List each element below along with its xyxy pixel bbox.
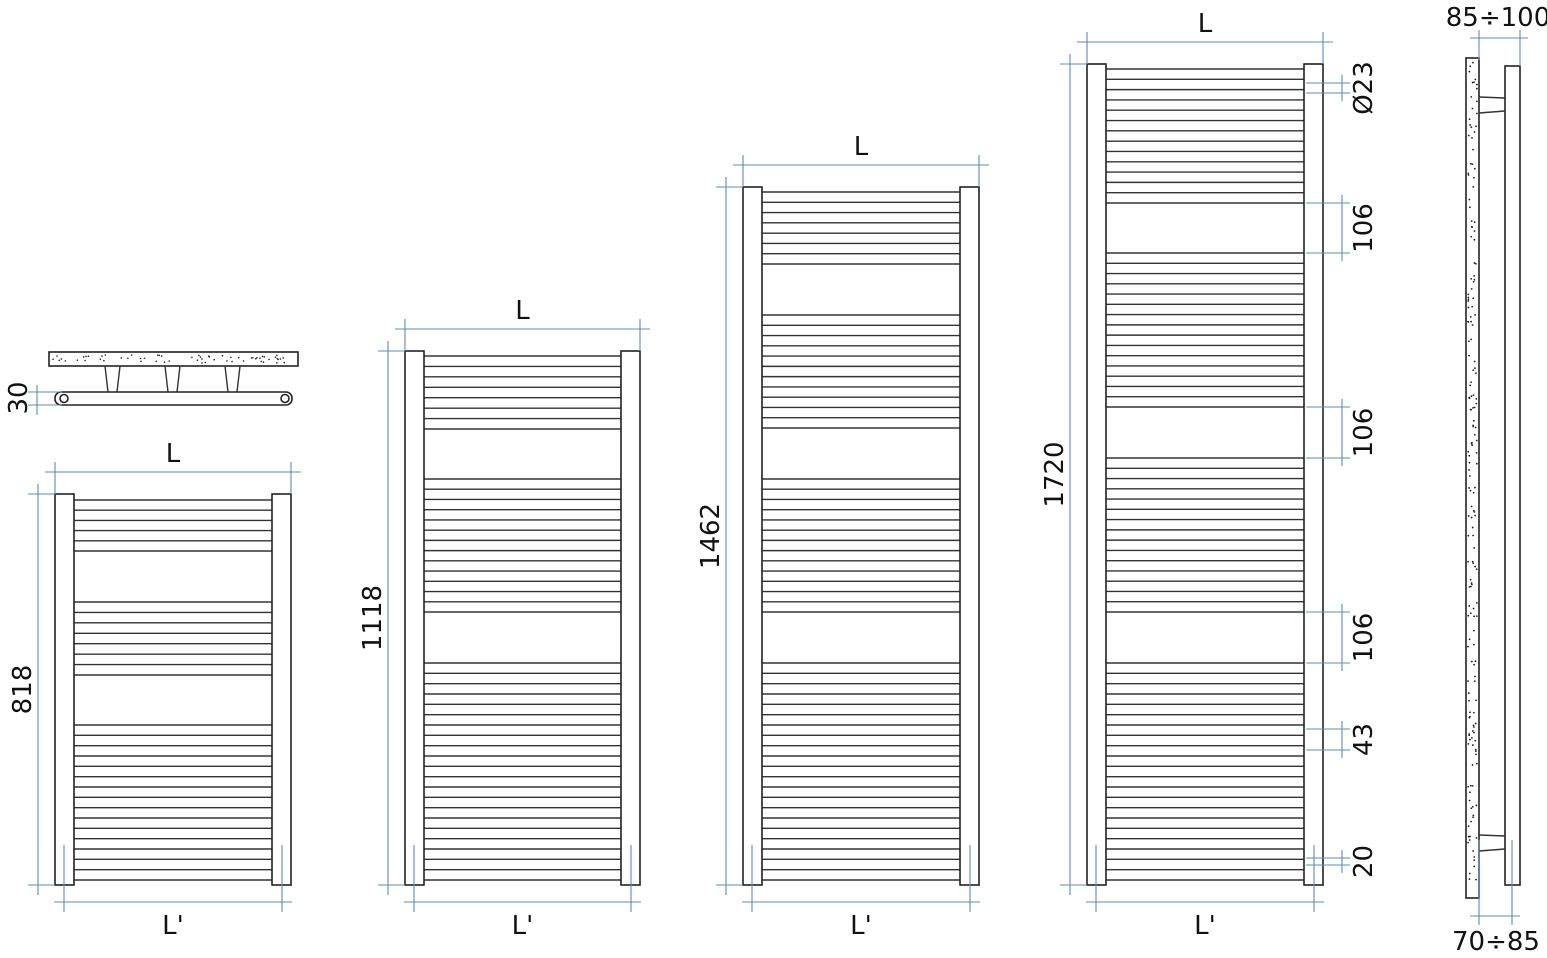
- radiator-front-view-1: [55, 494, 291, 885]
- radiator-front-view-3: [743, 187, 979, 885]
- detail-label-gap_3: 106: [1349, 613, 1379, 663]
- left-post: [743, 187, 762, 885]
- detail-label-gap_1: 106: [1349, 203, 1379, 253]
- centers-label: L': [1194, 911, 1216, 941]
- left-post: [55, 494, 74, 885]
- height-label: 818: [8, 665, 38, 715]
- centers-label: L': [162, 911, 184, 941]
- right-post: [621, 351, 640, 885]
- wall-section: [49, 352, 298, 366]
- radiator-front-view-2: [405, 351, 640, 885]
- left-post: [405, 351, 424, 885]
- tube: [55, 392, 292, 405]
- bracket: [225, 366, 240, 392]
- radiator-post: [1505, 66, 1520, 885]
- detail-label-tube_diameter: Ø23: [1349, 61, 1379, 115]
- side-top-label: 85÷100: [1446, 3, 1547, 33]
- width-label: L: [1198, 9, 1213, 39]
- centers-label: L': [512, 911, 534, 941]
- wall-section: [1466, 58, 1479, 898]
- tube-end: [281, 395, 289, 403]
- right-post: [960, 187, 979, 885]
- top-view: [49, 352, 298, 405]
- right-post: [1304, 64, 1323, 885]
- detail-label-gap_2: 106: [1349, 408, 1379, 458]
- depth-label: 30: [4, 381, 34, 414]
- width-label: L: [515, 296, 530, 326]
- bracket: [1479, 97, 1505, 113]
- bracket: [165, 366, 180, 392]
- side-bottom-label: 70÷85: [1452, 927, 1540, 957]
- side-view: [1466, 58, 1520, 898]
- height-label: 1118: [358, 585, 388, 651]
- detail-label-bottom: 20: [1349, 845, 1379, 878]
- left-post: [1087, 64, 1106, 885]
- radiator-front-view-4: [1087, 64, 1323, 885]
- centers-label: L': [850, 911, 872, 941]
- width-label: L: [854, 132, 869, 162]
- tube-end: [60, 395, 68, 403]
- right-post: [272, 494, 291, 885]
- bracket: [105, 366, 120, 392]
- bracket: [1479, 835, 1505, 851]
- height-label: 1720: [1040, 441, 1070, 507]
- width-label: L: [166, 439, 181, 469]
- detail-label-pitch: 43: [1349, 723, 1379, 756]
- height-label: 1462: [696, 503, 726, 569]
